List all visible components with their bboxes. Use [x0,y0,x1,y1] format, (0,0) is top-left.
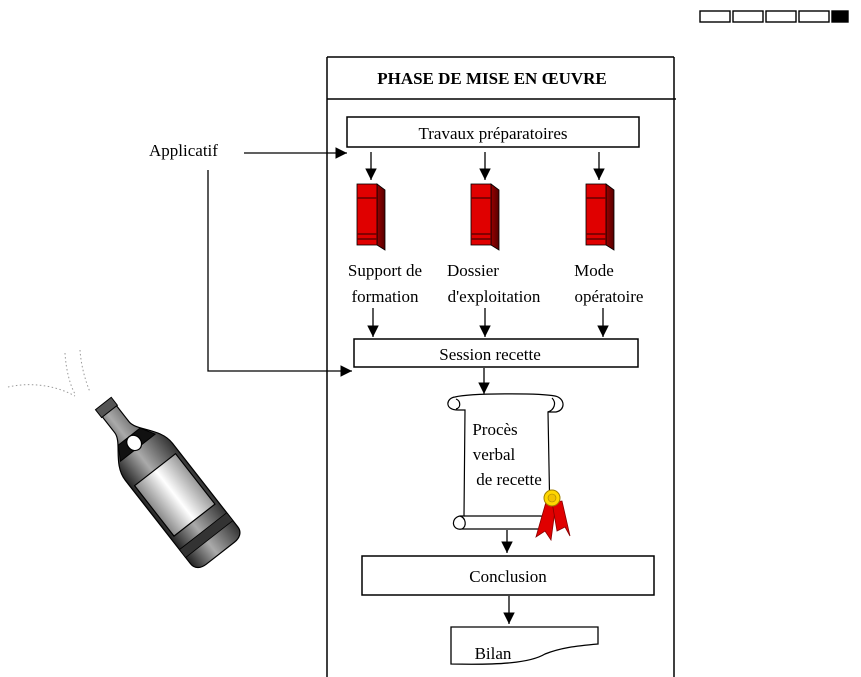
progress-box [799,11,829,22]
pv-line1: Procès [472,420,517,439]
doc-3-line2: opératoire [575,287,644,306]
doc-1-line2: formation [351,287,419,306]
pv-line3: de recette [476,470,542,489]
progress-box-filled [832,11,848,22]
prep-label: Travaux préparatoires [418,124,567,143]
applicatif-label: Applicatif [149,141,218,160]
session-label: Session recette [439,345,541,364]
doc-1-line1: Support de [348,261,422,280]
conclusion-label: Conclusion [469,567,547,586]
progress-box [733,11,763,22]
doc-2-line1: Dossier [447,261,499,280]
applicatif-to-session-arrow [208,170,352,371]
progress-indicator [700,11,848,22]
progress-box [700,11,730,22]
doc-3-line1: Mode [574,261,614,280]
red-binder-icon [471,184,499,250]
phase-title: PHASE DE MISE EN ŒUVRE [377,69,607,88]
champagne-bottle-icon [8,350,244,572]
pv-line2: verbal [473,445,516,464]
bilan-shape [451,627,598,664]
bilan-label: Bilan [475,644,512,663]
red-binder-icon [586,184,614,250]
progress-box [766,11,796,22]
doc-2-line2: d'exploitation [448,287,541,306]
red-binder-icon [357,184,385,250]
